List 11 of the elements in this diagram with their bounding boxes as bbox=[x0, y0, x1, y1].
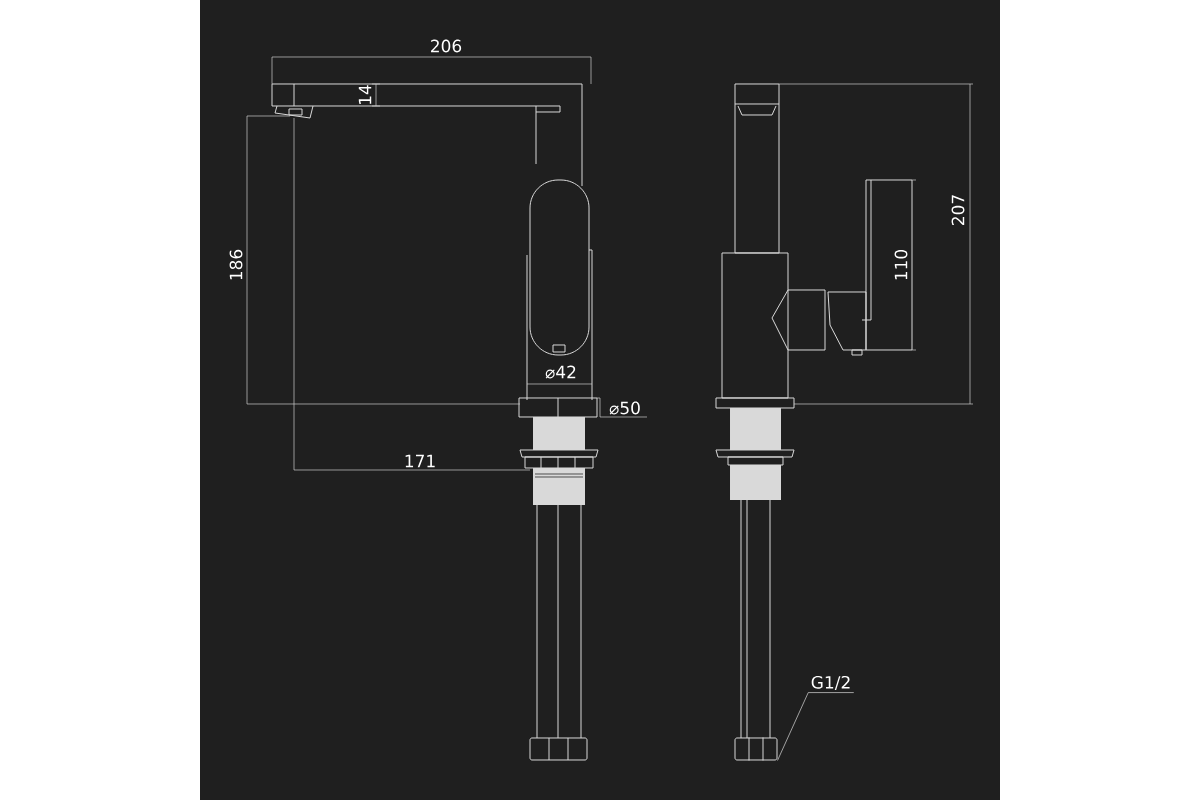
dimension-label: 171 bbox=[405, 454, 435, 468]
dimension-label: ⌀42 bbox=[545, 365, 576, 379]
hex-nut bbox=[734, 737, 778, 761]
dimension-label: ⌀50 bbox=[609, 401, 640, 415]
dimension-label: 14 bbox=[358, 85, 372, 104]
dimension-label: 186 bbox=[229, 249, 243, 280]
leader-line bbox=[777, 692, 809, 761]
dimension-label: 110 bbox=[894, 249, 908, 280]
dimension-label: 207 bbox=[951, 195, 965, 225]
thread-label: G1/2 bbox=[807, 675, 855, 693]
dimension-label: 206 bbox=[431, 39, 462, 53]
